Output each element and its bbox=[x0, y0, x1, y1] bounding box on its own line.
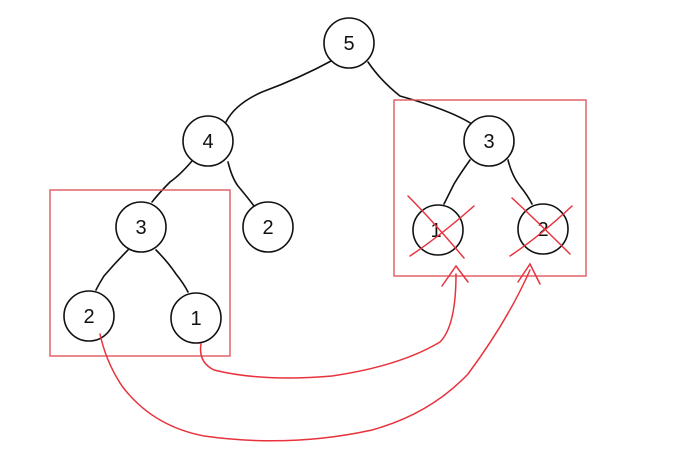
label-ll-left: 2 bbox=[83, 306, 94, 328]
node-left-left bbox=[115, 201, 167, 253]
right-subtree-box bbox=[393, 99, 587, 277]
left-subtree-box bbox=[49, 189, 231, 357]
cross-mark-right-right-a bbox=[511, 197, 571, 255]
label-ll-right: 1 bbox=[190, 308, 201, 330]
node-right bbox=[463, 115, 515, 167]
node-ll-left bbox=[63, 290, 115, 342]
arrowhead-2 bbox=[517, 262, 541, 285]
arrow-1-to-1 bbox=[199, 273, 457, 379]
edge-root-left bbox=[225, 59, 334, 123]
tree-nodes bbox=[63, 17, 569, 344]
edge-right-rightright bbox=[507, 159, 533, 205]
arrowhead-1 bbox=[441, 264, 469, 287]
edge-leftleft-llright bbox=[155, 249, 189, 293]
label-left-right: 2 bbox=[262, 217, 273, 239]
label-right: 3 bbox=[483, 131, 494, 153]
label-right-right: 2 bbox=[537, 219, 548, 241]
edge-root-right bbox=[367, 61, 473, 125]
node-root bbox=[323, 17, 375, 69]
arrow-2-to-2 bbox=[99, 269, 531, 442]
node-ll-right bbox=[170, 292, 222, 344]
edge-right-rightleft bbox=[443, 159, 471, 205]
move-arrows bbox=[99, 262, 541, 442]
label-root: 5 bbox=[343, 33, 354, 55]
label-left-left: 3 bbox=[135, 217, 146, 239]
node-left-right bbox=[242, 201, 294, 253]
cross-out-marks bbox=[407, 195, 573, 259]
label-left: 4 bbox=[202, 131, 213, 153]
label-right-left: 1 bbox=[430, 220, 441, 242]
edge-left-leftleft bbox=[151, 160, 193, 203]
cross-mark-right-left-a bbox=[407, 195, 465, 259]
node-left bbox=[182, 115, 234, 167]
tree-edges bbox=[95, 59, 533, 293]
edge-left-leftright bbox=[227, 161, 255, 207]
cross-mark-right-right-b bbox=[509, 205, 573, 257]
edge-leftleft-llleft bbox=[95, 249, 129, 291]
cross-mark-right-left-b bbox=[409, 205, 475, 257]
node-labels: 5 4 3 3 2 2 1 1 2 bbox=[83, 33, 548, 330]
